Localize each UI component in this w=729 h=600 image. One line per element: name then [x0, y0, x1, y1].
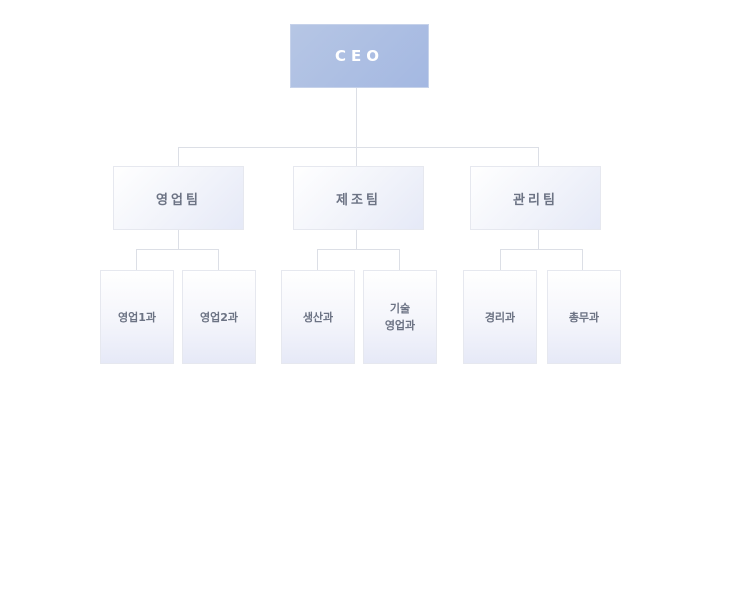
section-label-sales-1: 영업1과	[117, 310, 156, 324]
connector-admin-1-drop	[500, 249, 501, 270]
connector-admin-vertical	[538, 230, 539, 250]
section-box-sales-1[interactable]: 영업1과	[100, 270, 174, 364]
section-label-accounting: 경리과	[484, 310, 516, 324]
section-label-production: 생산과	[302, 310, 334, 324]
connector-manufacturing-1-drop	[317, 249, 318, 270]
section-label-sales-2: 영업2과	[199, 310, 238, 324]
team-box-sales[interactable]: 영업팀	[113, 166, 244, 230]
connector-admin-2-drop	[582, 249, 583, 270]
team-label-admin: 관리팀	[513, 192, 558, 208]
connector-manufacturing-horizontal	[317, 249, 400, 250]
team-label-manufacturing: 제조팀	[336, 192, 381, 208]
connector-sales-2-drop	[218, 249, 219, 270]
section-label-general-affairs: 총무과	[568, 310, 600, 324]
section-box-tech-sales[interactable]: 기술 영업과	[363, 270, 437, 364]
connector-sales-horizontal	[136, 249, 219, 250]
connector-team-sales-drop	[178, 147, 179, 167]
team-box-admin[interactable]: 관리팀	[470, 166, 601, 230]
connector-sales-vertical	[178, 230, 179, 250]
connector-manufacturing-vertical	[356, 230, 357, 250]
team-label-sales: 영업팀	[156, 192, 201, 208]
connector-team-manufacturing-drop	[356, 147, 357, 167]
connector-teams-horizontal	[178, 147, 539, 148]
connector-manufacturing-2-drop	[399, 249, 400, 270]
connector-team-admin-drop	[538, 147, 539, 167]
section-box-general-affairs[interactable]: 총무과	[547, 270, 621, 364]
ceo-label: CEO	[334, 47, 384, 65]
connector-ceo-vertical	[356, 88, 357, 148]
section-box-sales-2[interactable]: 영업2과	[182, 270, 256, 364]
section-box-production[interactable]: 생산과	[281, 270, 355, 364]
section-label-tech-sales: 기술 영업과	[384, 302, 416, 332]
connector-sales-1-drop	[136, 249, 137, 270]
ceo-box[interactable]: CEO	[290, 24, 429, 88]
section-box-accounting[interactable]: 경리과	[463, 270, 537, 364]
team-box-manufacturing[interactable]: 제조팀	[293, 166, 424, 230]
connector-admin-horizontal	[500, 249, 583, 250]
